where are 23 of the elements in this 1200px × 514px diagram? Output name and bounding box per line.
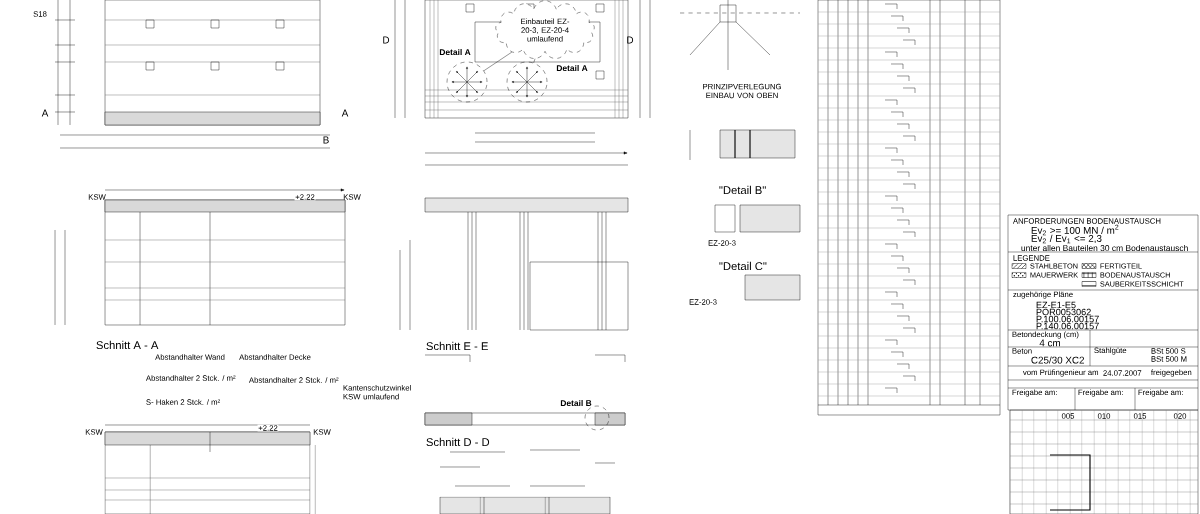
table-text: EZ-E1-E5: [1036, 301, 1076, 309]
node-label: Detail A: [439, 48, 471, 56]
section-title: Schnitt A - A: [96, 340, 159, 350]
leader-line: [483, 51, 513, 71]
section-marker: D: [383, 36, 390, 44]
section-marker: A: [41, 109, 49, 117]
table-text: Ev$_{2}$ >= 100 MN / m$^{2}$: [1031, 224, 1119, 236]
section-marker: D: [627, 36, 634, 44]
leader-line: [533, 58, 536, 64]
table-text: P.140.06.00157: [1036, 322, 1099, 330]
section-marker: A: [341, 109, 349, 117]
table-text: POR0053062: [1036, 308, 1091, 316]
section-title: Schnitt D - D: [426, 437, 490, 447]
section-marker: B: [323, 136, 329, 144]
section-title: Schnitt E - E: [426, 341, 488, 351]
node-label: Detail B: [560, 399, 592, 407]
table-text: unter allen Bauteilen 30 cm Bodenaustausch: [1021, 244, 1188, 252]
table-text: 4 cm: [1039, 339, 1060, 347]
node-label: Detail A: [556, 64, 588, 72]
table-text: P.100.06.00157: [1036, 315, 1099, 323]
detail-title: "Detail C": [719, 261, 767, 271]
detail-title: "Detail B": [719, 185, 766, 195]
table-text: C25/30 XC2: [1031, 356, 1084, 364]
